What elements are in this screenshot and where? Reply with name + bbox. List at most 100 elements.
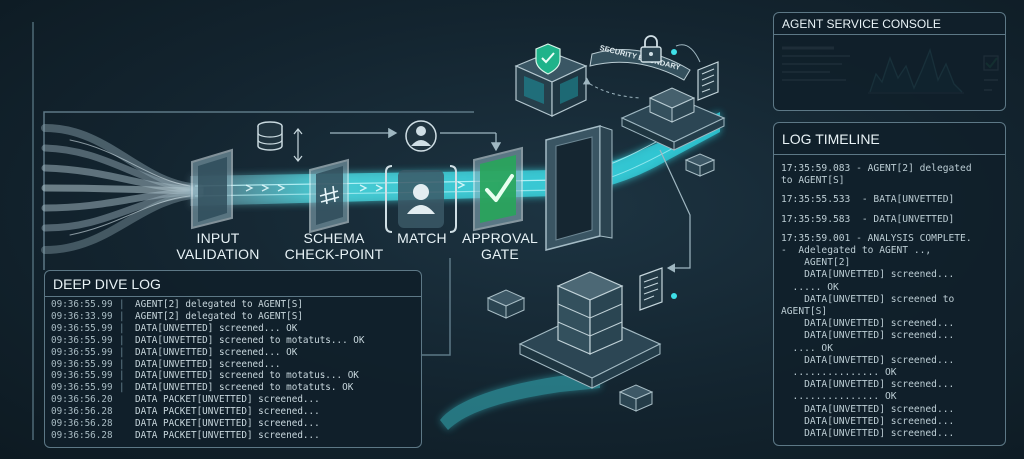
- log-time: 09:36:56.28: [51, 406, 113, 418]
- log-separator: [119, 394, 135, 406]
- flow-node: [671, 293, 677, 299]
- log-separator: [119, 406, 135, 418]
- log-row: 09:36:56.28 DATA PACKET[UNVETTED] screene…: [51, 430, 415, 442]
- timeline-line: DATA[UNVETTED] screened...: [781, 318, 955, 330]
- timeline-line: AGENT[S]: [781, 306, 828, 318]
- security-boundary-ribbon: SECURITY BOUNDARY: [589, 43, 691, 81]
- timeline-line: 17:35:59.583 - DATA[UNVETTED]: [781, 213, 955, 225]
- agent-service-console-panel: AGENT SERVICE CONSOLE: [773, 12, 1006, 111]
- approval-gate: [473, 146, 523, 232]
- stage-label-match: MATCH: [397, 230, 447, 246]
- log-timeline-title: LOG TIMELINE: [774, 123, 1005, 155]
- log-row: 09:36:33.99 | AGENT[2] delegated to AGENT[…: [51, 311, 415, 323]
- frame-connector: [420, 258, 451, 356]
- timeline-line: 17:35:59.083 - AGENT[2] delegated: [781, 163, 972, 174]
- log-separator: |: [119, 346, 125, 358]
- log-separator: |: [119, 310, 125, 322]
- log-message: AGENT[2] delegated to AGENT[S]: [135, 310, 303, 322]
- timeline-line: .... OK: [781, 342, 833, 354]
- user-icon: [405, 120, 437, 152]
- shield-check-icon: [535, 43, 561, 75]
- log-separator: |: [119, 370, 125, 382]
- log-separator: |: [119, 382, 125, 394]
- log-row: 09:36:55.99|AGENT[2] delegated to AGENT[…: [51, 299, 415, 311]
- log-message: DATA PACKET[UNVETTED] screened...: [135, 418, 320, 430]
- log-row: 09:36:55.99|DATA[UNVETTED] screened to m…: [51, 335, 415, 347]
- timeline-line: DATA[UNVETTED] screened...: [781, 428, 955, 440]
- log-row: 09:36:56.28 DATA PACKET[UNVETTED] screene…: [51, 418, 415, 430]
- timeline-line: DATA[UNVETTED] screened...: [781, 269, 955, 281]
- deep-dive-log-rows[interactable]: 09:36:55.99 | AGENT[2] delegated to AGENT[…: [51, 299, 415, 442]
- log-row: 09:36:55.99 | DATA[UNVETTED] screened to m…: [51, 382, 415, 394]
- agent-service-console-title: AGENT SERVICE CONSOLE: [774, 13, 1005, 35]
- timeline-line: ............... OK: [781, 391, 897, 403]
- schema-checkpoint-gate: [309, 158, 349, 234]
- timeline-line: DATA[UNVETTED] screened...: [781, 415, 955, 427]
- timeline-line: 17:35:55.533 - BATA[UNVETTED]: [781, 194, 955, 206]
- log-row: 09:36:55.99|DATA[UNVETTED] screened...: [51, 359, 415, 371]
- boundary-flow: [582, 77, 641, 99]
- timeline-line: 17:35:59.001 - ANALYSIS COMPLETE.: [781, 232, 972, 244]
- server-stack-icon: [684, 153, 716, 177]
- log-timeline-panel: LOG TIMELINE 17:35:59.083 - AGENT[2] del…: [773, 122, 1006, 446]
- timeline-line: DATA[UNVETTED] screened...: [781, 379, 955, 391]
- timeline-line: ..... OK: [781, 281, 839, 293]
- timeline-line: DATA[UNVETTED] screened...: [781, 330, 955, 342]
- log-separator: |: [119, 334, 125, 346]
- document-icon: [697, 61, 719, 101]
- log-message: DATA[UNVETTED] screened to motatus... OK: [135, 370, 359, 382]
- small-cube: [618, 384, 654, 412]
- log-time: 09:36:33.99: [51, 310, 113, 322]
- checkmark-icon: [485, 174, 514, 202]
- timeline-line: DATA[UNVETTED] screened...: [781, 403, 955, 415]
- log-row: 09:36:55.99 | DATA[UNVETTED] screened... O…: [51, 347, 415, 359]
- log-message: DATA[UNVETTED] screened... OK: [135, 346, 298, 358]
- log-time: 09:36:55.99: [51, 322, 113, 334]
- log-separator: |: [119, 322, 125, 334]
- timeline-line: DATA[UNVETTED] screened...: [781, 354, 955, 366]
- timeline-gap: [781, 226, 1001, 233]
- log-time: 09:36:56.28: [51, 429, 113, 441]
- log-message: DATA[UNVETTED] screened to motatuts. OK: [135, 382, 354, 394]
- log-time: 09:36:55.99: [51, 346, 113, 358]
- match-node: [385, 165, 457, 233]
- log-separator: |: [119, 358, 125, 370]
- deep-dive-log-panel: DEEP DIVE LOG 09:36:55.99 | AGENT[2] deleg…: [44, 270, 422, 448]
- timeline-gap: [781, 187, 1001, 194]
- input-validation-gate: [191, 148, 233, 230]
- timeline-line: to AGENT[S]: [781, 175, 845, 187]
- timeline-line: - Adelegated to AGENT ..,: [781, 245, 932, 257]
- log-separator: [119, 430, 135, 442]
- log-time: 09:36:55.99: [51, 382, 113, 394]
- log-separator: |: [119, 299, 125, 310]
- log-time: 09:36:55.99: [51, 358, 113, 370]
- deep-dive-log-title: DEEP DIVE LOG: [45, 271, 421, 297]
- incoming-data-strands: [41, 124, 204, 254]
- log-message: DATA PACKET[UNVETTED] screened...: [135, 394, 320, 406]
- timeline-line: DATA[UNVETTED] screened to: [781, 293, 955, 305]
- log-time: 09:36:56.28: [51, 418, 113, 430]
- portal-frame: [545, 125, 613, 251]
- timeline-line: AGENT[2]: [781, 257, 851, 269]
- timeline-line: ............... OK: [781, 367, 897, 379]
- database-icon: [257, 121, 283, 151]
- log-message: DATA[UNVETTED] screened... OK: [135, 322, 298, 334]
- timeline-gap: [781, 207, 1001, 214]
- log-time: 09:36:55.99: [51, 370, 113, 382]
- log-message: AGENT[2] delegated to AGENT[S]: [135, 299, 303, 310]
- flow-arrow-down: [659, 149, 691, 273]
- log-message: DATA PACKET[UNVETTED] screened...: [135, 429, 320, 441]
- small-cube: [486, 289, 526, 319]
- upper-server-platform: [620, 87, 726, 151]
- pipeline-frame: [43, 111, 474, 270]
- log-row: 09:36:55.99 | DATA[UNVETTED] screened... O…: [51, 323, 415, 335]
- lower-data-beam: [440, 372, 600, 430]
- server-tower: [556, 271, 624, 355]
